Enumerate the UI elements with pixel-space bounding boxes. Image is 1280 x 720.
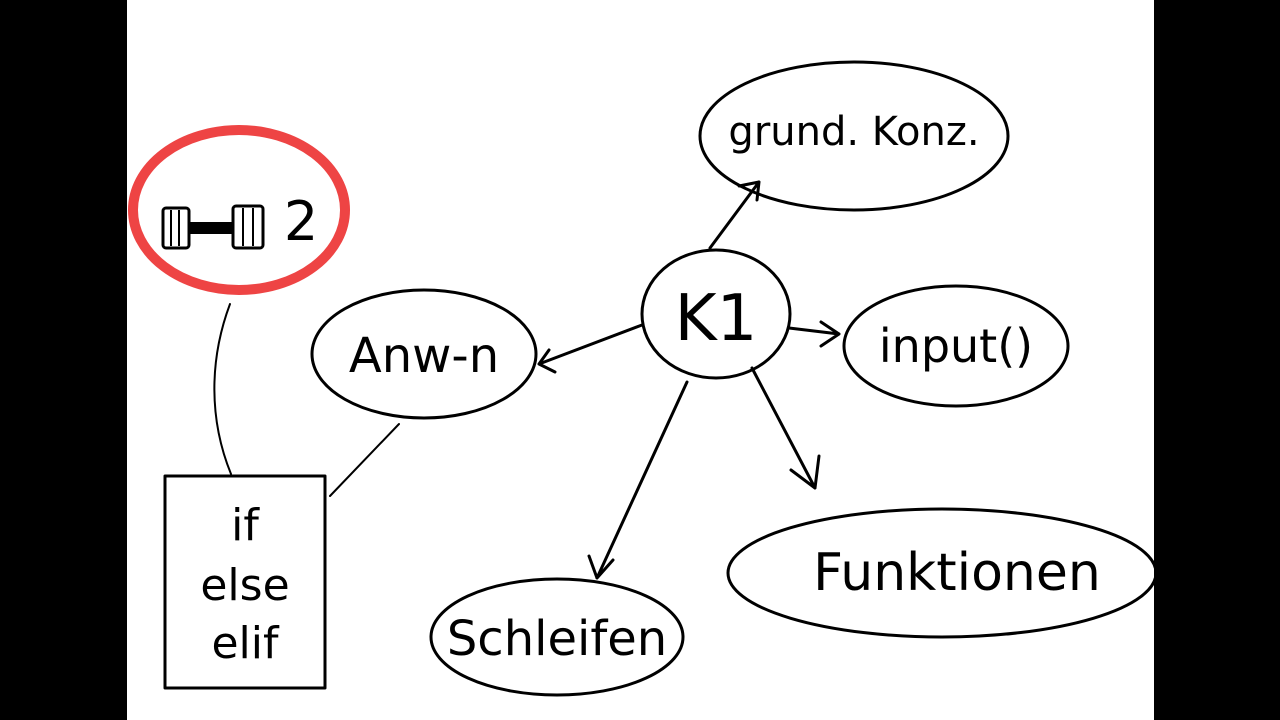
node-grund-konz-outline: [698, 60, 1010, 212]
node-grund-konz-label: grund. Konz.: [728, 109, 979, 155]
badge-ring: [128, 125, 350, 295]
node-anwn-outline: [310, 288, 538, 420]
conditions-line-if: if: [231, 500, 260, 551]
node-anwn-label: Anw-n: [349, 328, 499, 384]
node-funktionen-outline: [726, 507, 1154, 639]
node-grund-konz: grund. Konz.: [698, 60, 1010, 212]
line-badge-box: [213, 303, 232, 475]
conditions-line-elif: elif: [211, 618, 280, 669]
node-input-outline: [842, 284, 1070, 408]
node-input-label: input(): [879, 319, 1033, 373]
node-schleifen-label: Schleifen: [447, 611, 667, 667]
node-funktionen-label: Funktionen: [813, 543, 1101, 603]
mind-map: grund. Konz. K1 input() Anw-n Funktionen…: [128, 60, 1154, 697]
arrow-to-input: [787, 320, 841, 348]
arrow-to-anwn: [537, 323, 644, 374]
node-schleifen: Schleifen: [429, 577, 685, 697]
arrow-to-schleifen: [587, 380, 689, 580]
conditions-box-outline: [163, 474, 327, 690]
conditions-line-else: else: [200, 560, 289, 611]
exercise-badge: 2: [128, 125, 350, 295]
line-anwn-box: [329, 423, 400, 497]
node-k1-outline: [640, 248, 792, 380]
node-funktionen: Funktionen: [726, 507, 1154, 639]
node-input: input(): [842, 284, 1070, 408]
node-anwn: Anw-n: [310, 288, 538, 420]
node-k1: K1: [640, 248, 792, 380]
whiteboard-canvas: grund. Konz. K1 input() Anw-n Funktionen…: [127, 0, 1154, 720]
conditions-box: if else elif: [163, 474, 327, 690]
arrow-to-funktionen: [750, 366, 821, 490]
badge-number: 2: [284, 190, 318, 253]
dumbbell-icon: [161, 204, 265, 250]
node-k1-label: K1: [675, 282, 758, 356]
node-schleifen-outline: [429, 577, 685, 697]
connectors: [213, 180, 841, 580]
